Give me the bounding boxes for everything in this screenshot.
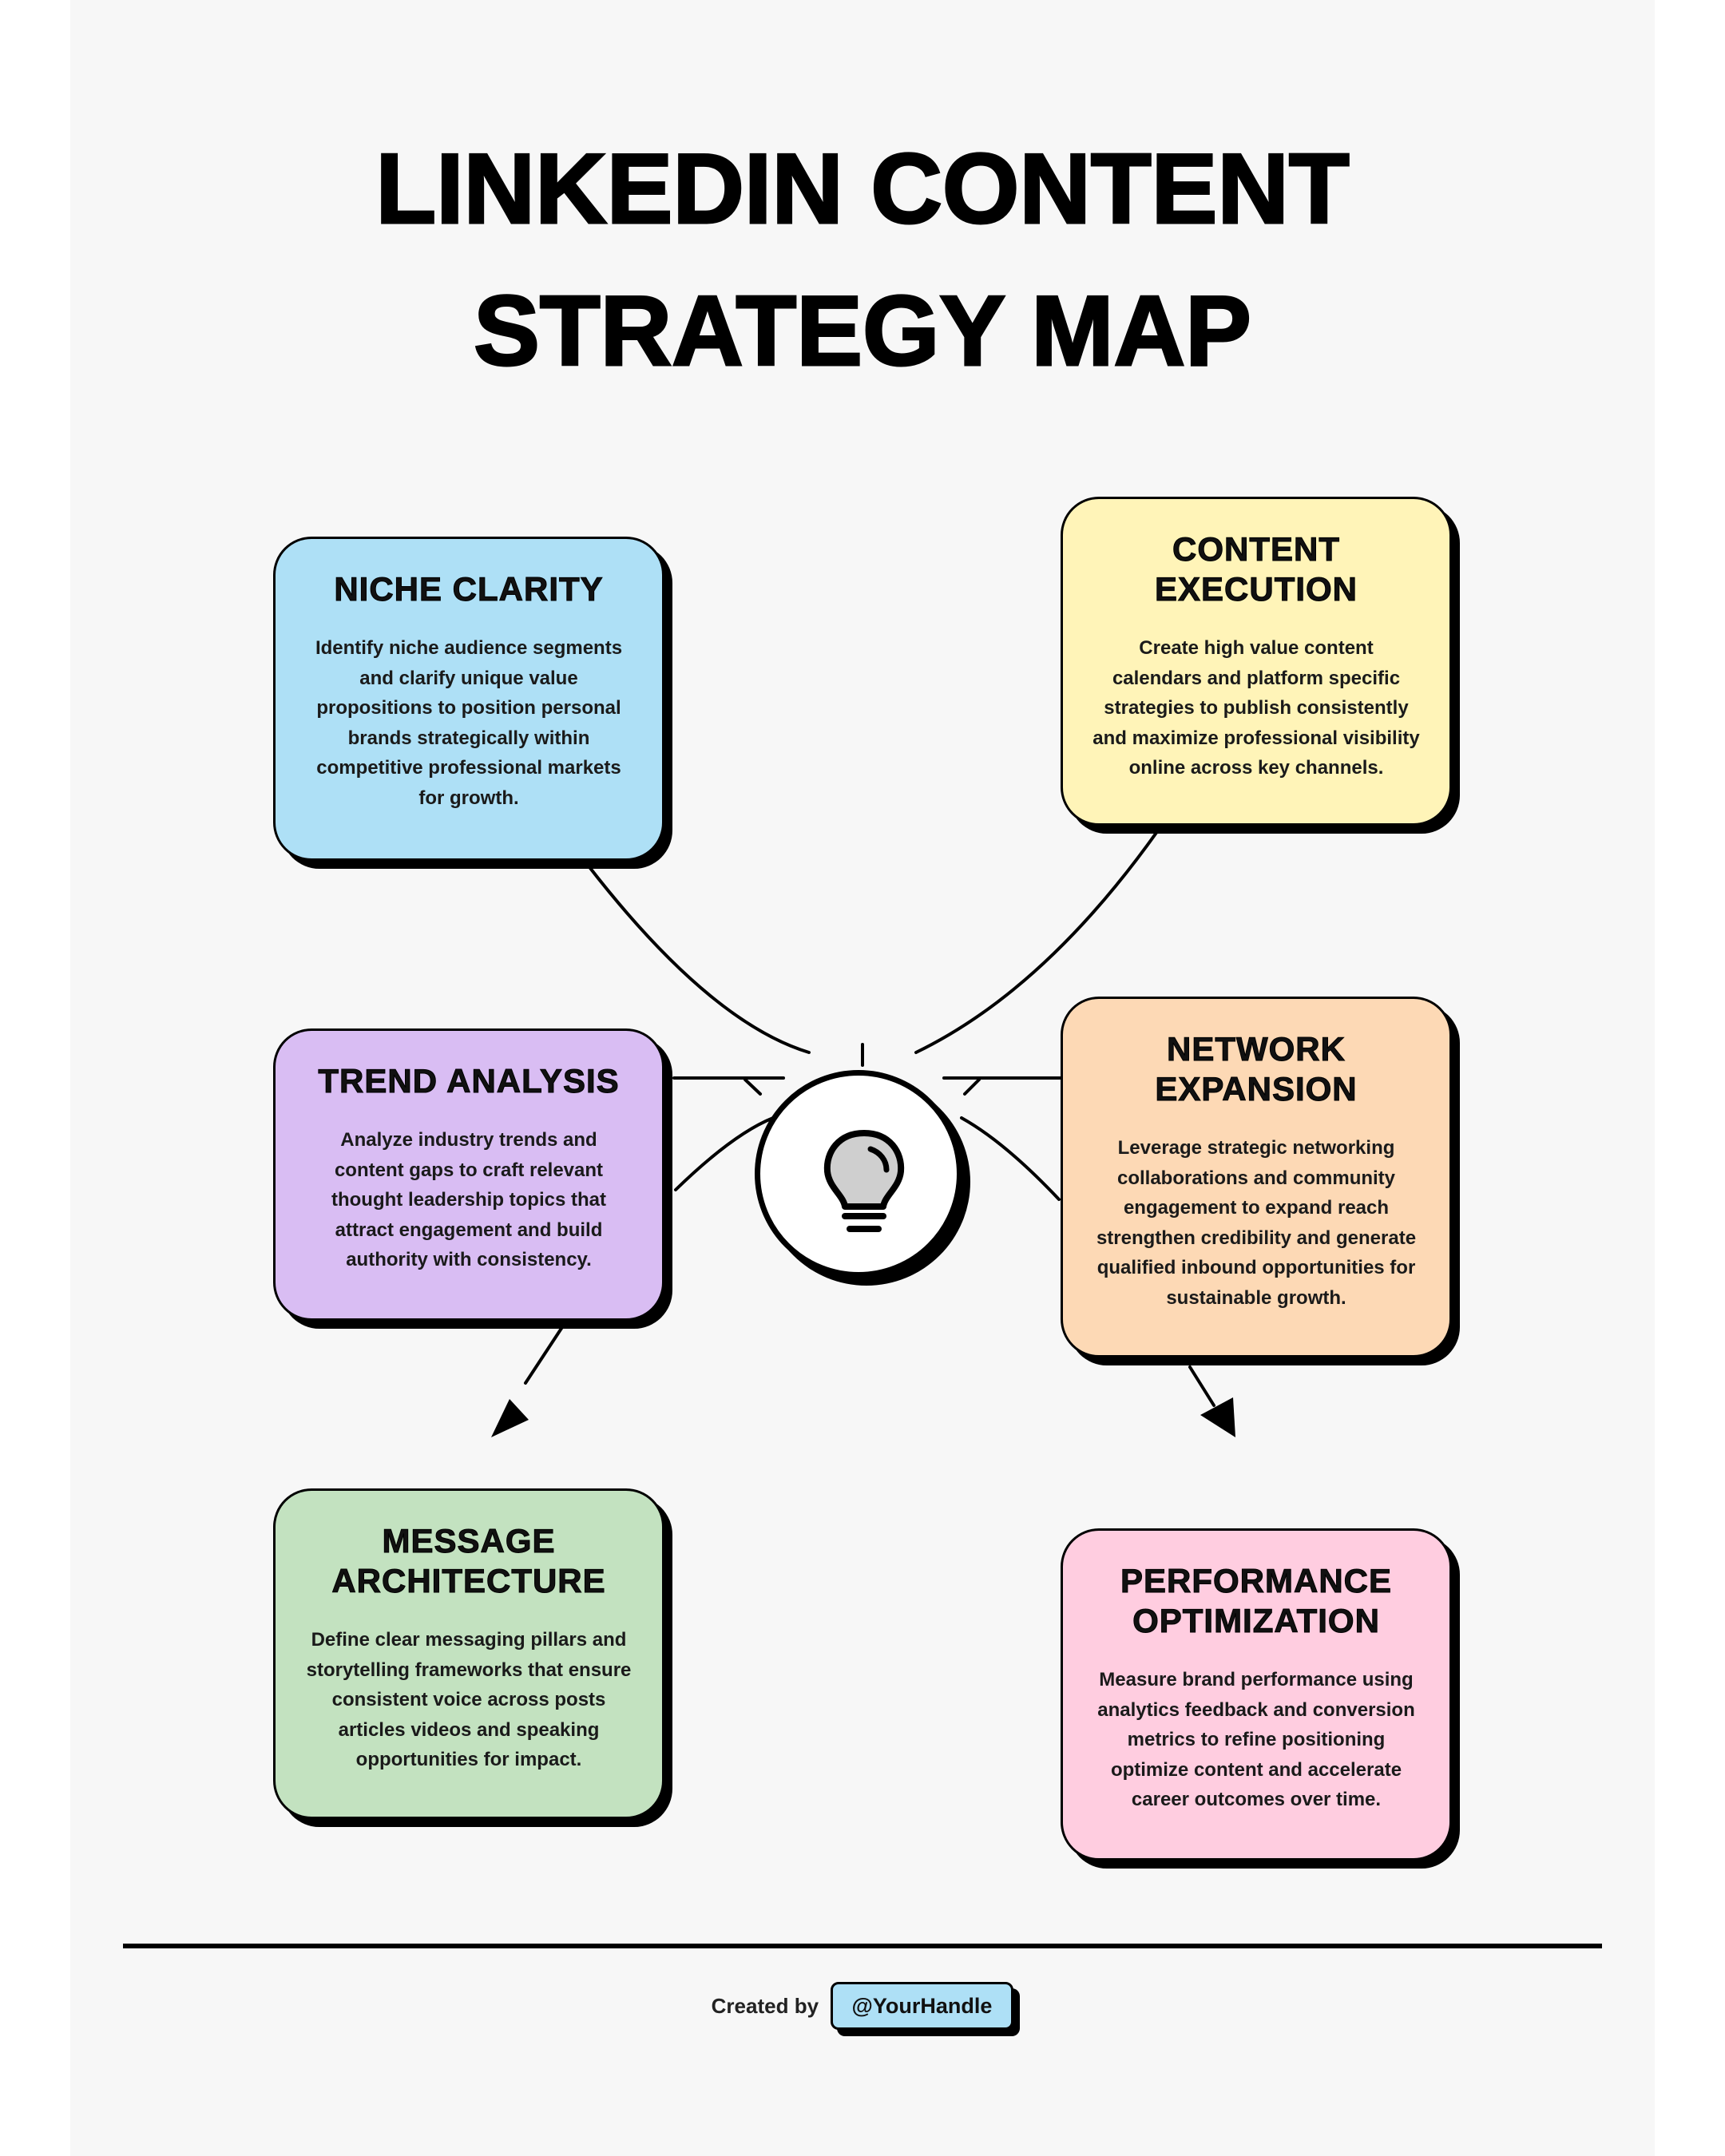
connector-niche-clarity — [585, 862, 811, 1054]
card-title: TREND ANALYSIS — [318, 1062, 620, 1100]
card-description: Create high value content calendars and … — [1092, 637, 1420, 779]
connector-content-execution — [914, 829, 1160, 1054]
connector-lines — [491, 829, 1235, 1437]
title-line-2: STRATEGY MAP — [473, 275, 1253, 388]
card-description: Define clear messaging pillars and story… — [306, 1629, 632, 1770]
arrowhead-to-message-architecture — [491, 1399, 529, 1437]
card-message-architecture: MESSAGE ARCHITECTURE Define clear messag… — [273, 1488, 664, 1819]
card-description: Measure brand performance using analytic… — [1097, 1669, 1415, 1810]
connector-network-expansion-bottom — [960, 1116, 1061, 1201]
card-title: NETWORK EXPANSION — [1155, 1030, 1358, 1108]
card-performance-optimization: PERFORMANCE OPTIMIZATION Measure brand p… — [1061, 1528, 1452, 1861]
created-by-label: Created by — [711, 1993, 819, 2018]
card-content-execution: CONTENT EXECUTION Create high value cont… — [1061, 497, 1452, 826]
footer: Created by @YourHandle — [70, 1982, 1655, 2030]
title-line-1: LINKEDIN CONTENT — [375, 133, 1350, 246]
card-description: Leverage strategic networking collaborat… — [1096, 1137, 1417, 1309]
footer-divider — [123, 1944, 1602, 1948]
connector-network-to-performance — [1188, 1365, 1215, 1407]
card-trend-analysis: TREND ANALYSIS Analyze industry trends a… — [273, 1028, 664, 1321]
arrowhead-to-performance-optimization — [1200, 1397, 1235, 1437]
card-description: Identify niche audience segments and cla… — [315, 637, 623, 809]
page-title: LINKEDIN CONTENT STRATEGY MAP — [70, 118, 1655, 402]
card-network-expansion: NETWORK EXPANSION Leverage strategic net… — [1061, 997, 1452, 1357]
card-title: PERFORMANCE OPTIMIZATION — [1120, 1562, 1392, 1640]
card-niche-clarity: NICHE CLARITY Identify niche audience se… — [273, 537, 664, 861]
central-hub — [755, 1070, 962, 1278]
hub-ray-left — [744, 1078, 762, 1096]
author-handle-badge[interactable]: @YourHandle — [830, 1982, 1014, 2030]
connector-trend-analysis-bottom — [674, 1116, 775, 1191]
lightbulb-icon — [823, 1130, 905, 1232]
card-title: CONTENT EXECUTION — [1154, 530, 1358, 608]
connector-trend-to-message — [524, 1326, 564, 1385]
card-title: MESSAGE ARCHITECTURE — [331, 1522, 606, 1600]
card-title: NICHE CLARITY — [334, 570, 604, 608]
hub-ray-right — [963, 1078, 981, 1096]
infographic-page: LINKEDIN CONTENT STRATEGY MAP NICHE CLAR… — [70, 0, 1655, 2156]
card-description: Analyze industry trends and content gaps… — [331, 1129, 606, 1270]
